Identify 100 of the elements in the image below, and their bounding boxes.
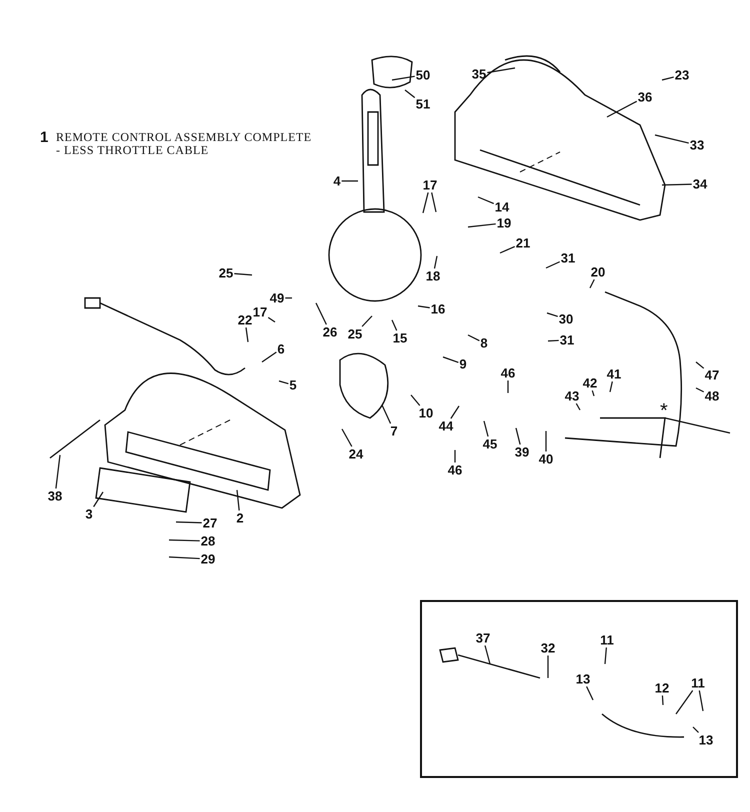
leader-line: [434, 256, 438, 269]
leader-line: [662, 76, 674, 81]
leader-line: [468, 334, 480, 342]
leader-line: [168, 539, 200, 542]
callout-number: 12: [654, 680, 670, 696]
callout-number: 33: [688, 138, 706, 152]
leader-line: [418, 305, 430, 308]
leader-line: [236, 490, 240, 511]
callout-number: 24: [348, 446, 364, 462]
callout-number: 40: [538, 452, 554, 466]
leader-line: [268, 317, 276, 322]
leader-line: [404, 90, 416, 98]
callout-number: 17: [422, 178, 438, 192]
callout-number: 43: [564, 388, 580, 404]
callout-number: 48: [704, 388, 720, 404]
callout-number: 25: [218, 266, 234, 280]
callout-number: 11: [599, 632, 615, 648]
leader-line: [484, 645, 491, 664]
leader-line: [262, 352, 277, 362]
callout-number: 14: [494, 200, 510, 214]
leader-line: [93, 492, 104, 508]
callout-number: 9: [458, 356, 468, 372]
callout-number: 20: [590, 264, 606, 280]
leader-line: [176, 521, 202, 524]
leader-line: [592, 390, 595, 396]
callout-number: 18: [424, 268, 442, 284]
callout-number: 2: [235, 510, 245, 526]
callout-number: 15: [392, 330, 408, 346]
leader-line: [410, 394, 420, 406]
leader-line: [500, 246, 515, 254]
callout-number: 32: [540, 640, 556, 656]
leader-line: [450, 406, 460, 419]
callout-number: 26: [322, 324, 338, 340]
leader-line: [442, 356, 459, 363]
callout-number: 25: [346, 326, 364, 342]
callout-number: 45: [482, 436, 498, 452]
leader-line: [676, 690, 694, 714]
leader-line: [391, 320, 398, 331]
leader-line: [546, 312, 558, 317]
callout-number: 29: [200, 552, 216, 566]
callout-number: 19: [496, 216, 512, 230]
callout-number: 7: [389, 424, 399, 438]
leader-line: [285, 297, 292, 299]
leader-line: [342, 180, 358, 182]
leader-line: [392, 76, 415, 81]
callout-number: 5: [288, 378, 298, 392]
leader-line: [468, 223, 496, 228]
leader-line: [507, 380, 509, 393]
leader-line: [586, 686, 594, 700]
leader-line: [545, 431, 547, 452]
callout-number: 22: [236, 312, 254, 328]
callout-number: 34: [692, 176, 708, 192]
callout-number: 10: [418, 406, 434, 420]
leader-line: [315, 302, 327, 325]
leader-line: [483, 420, 489, 437]
leader-line: [606, 100, 638, 118]
callout-number: 13: [698, 732, 714, 748]
leader-line: [487, 67, 516, 74]
leader-line: [478, 196, 494, 204]
callout-number: 21: [514, 236, 532, 250]
leader-line: [547, 656, 549, 678]
callout-number: 27: [202, 516, 218, 530]
leader-line: [662, 184, 692, 186]
callout-number: 31: [558, 332, 576, 348]
callout-number: 44: [438, 418, 454, 434]
callout-number: 46: [500, 366, 516, 380]
callout-number: 31: [560, 250, 576, 266]
callout-number: 37: [474, 630, 492, 646]
callout-number: 49: [268, 290, 286, 306]
callout-number: 13: [574, 672, 592, 686]
callout-number: 11: [690, 676, 706, 690]
leader-line: [692, 726, 699, 733]
leader-line: [381, 404, 392, 424]
callout-number: 23: [674, 68, 690, 82]
leader-line: [546, 261, 560, 269]
leader-line: [654, 134, 689, 144]
leader-line: [245, 327, 249, 342]
leader-line: [576, 403, 581, 410]
leader-line: [55, 454, 61, 489]
callout-number: 38: [46, 488, 64, 504]
leader-line: [234, 273, 252, 276]
inset-frame: [420, 600, 738, 778]
callout-number: 1: [40, 130, 50, 146]
callout-number: 16: [430, 302, 446, 316]
leader-line: [696, 387, 704, 392]
leader-line: [698, 690, 704, 712]
leader-line: [278, 380, 289, 384]
leader-line: [422, 192, 429, 214]
callout-number: 39: [514, 444, 530, 460]
leader-line: [696, 362, 704, 369]
leader-line: [168, 556, 200, 560]
leader-line: [454, 450, 456, 462]
leader-line: [515, 428, 521, 445]
callout-number: 3: [84, 506, 94, 522]
callout-number: 35: [470, 66, 488, 82]
leader-line: [604, 647, 607, 664]
leader-line: [662, 695, 664, 706]
callout-number: 42: [582, 376, 598, 390]
leader-line: [589, 279, 595, 288]
leader-line: [609, 381, 613, 392]
